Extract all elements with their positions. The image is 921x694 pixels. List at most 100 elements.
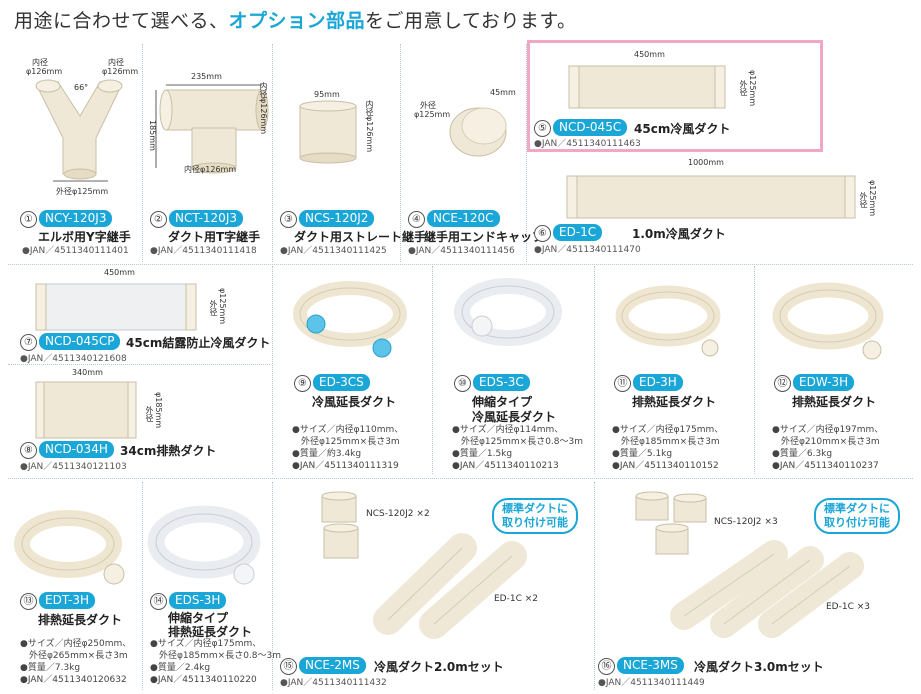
item-number: ⑬ <box>20 593 37 610</box>
product-name: 排熱延長ダクト <box>38 613 123 627</box>
spec-line: ●サイズ／内径φ250mm、 <box>20 639 132 649</box>
product-name-2: 冷風延長ダクト <box>472 410 557 424</box>
spec-line: 外径φ125mm×長さ3m <box>292 437 400 447</box>
dim-label: φ125mm <box>414 110 451 119</box>
product-code: NCD-034H <box>39 441 114 458</box>
part-label: ED-1C ×2 <box>494 594 539 604</box>
spec-list: ●サイズ／内径φ197mm、 外径φ210mm×長さ3m ●質量／6.3kg ●… <box>772 424 883 472</box>
product-name: 排熱延長ダクト <box>792 395 877 409</box>
spec-list: ●サイズ／内径φ110mm、 外径φ125mm×長さ3m ●質量／約3.4kg … <box>292 424 403 472</box>
product-code: NCD-045CP <box>39 333 121 350</box>
spec-line: ●サイズ／内径φ175mm、 <box>612 425 724 435</box>
product-name-2: 排熱延長ダクト <box>168 625 253 639</box>
item-number: ⑪ <box>614 375 631 392</box>
spec-line: ●JAN／4511340110237 <box>772 461 879 471</box>
product-code: ED-1C <box>553 224 603 241</box>
spec-line: ●JAN／4511340120632 <box>20 675 127 685</box>
spec-list: ●サイズ／内径φ175mm、 外径φ185mm×長さ3m ●質量／5.1kg ●… <box>612 424 723 472</box>
spec-line: ●質量／6.3kg <box>772 449 833 459</box>
product-code: EDS-3C <box>473 374 530 391</box>
coiled-hose-image <box>615 285 721 357</box>
item-number: ⑧ <box>20 442 37 459</box>
spec-line: 外径φ125mm×長さ0.8〜3m <box>452 437 583 447</box>
dim-label: 1000mm <box>688 158 724 167</box>
spec-line: ●サイズ／内径φ197mm、 <box>772 425 884 435</box>
product-name: 冷風ダクト2.0mセット <box>374 660 504 674</box>
compatibility-badge: 標準ダクトに 取り付け可能 <box>814 498 900 534</box>
product-code: NCS-120J2 <box>299 210 375 227</box>
compatibility-badge: 標準ダクトに 取り付け可能 <box>492 498 578 534</box>
part-label: NCS-120J2 ×3 <box>714 517 778 527</box>
highlight-frame <box>527 40 823 152</box>
item-number: ⑤ <box>534 120 551 137</box>
product-code: EDS-3H <box>169 592 227 609</box>
jan-code: ●JAN／4511340111449 <box>598 678 705 688</box>
dim-label: 外径 <box>739 80 748 96</box>
y-joint-image <box>35 79 123 182</box>
dim-label: 内径φ126mm <box>365 100 374 153</box>
spec-line: ●JAN／4511340110213 <box>452 461 559 471</box>
spec-line: ●質量／7.3kg <box>20 663 81 673</box>
dim-label: 235mm <box>191 72 222 81</box>
duct-set-2m-image <box>321 491 527 639</box>
product-name: 伸縮タイプ <box>168 611 229 625</box>
spec-line: 外径φ185mm×長さ3m <box>612 437 720 447</box>
spec-line: ●サイズ／内径φ114mm、 <box>452 425 564 435</box>
badge-line: 取り付け可能 <box>502 516 568 529</box>
product-code: EDT-3H <box>39 592 96 609</box>
product-name: 伸縮タイプ <box>472 395 533 409</box>
part-label: ED-1C ×3 <box>826 602 871 612</box>
dim-label: 95mm <box>314 90 340 99</box>
coiled-hose-image <box>454 278 562 346</box>
duct-set-3m-image <box>635 491 864 638</box>
dim-label: 外径 <box>859 192 868 208</box>
item-number: ⑯ <box>598 658 615 675</box>
product-name: エルボ用Y字継手 <box>38 230 131 244</box>
spec-line: ●質量／2.4kg <box>150 663 211 673</box>
header-text-before: 用途に合わせて選べる、 <box>14 10 229 32</box>
spec-line: 外径φ185mm×長さ0.8〜3m <box>150 651 281 661</box>
product-name: ダクト用T字継手 <box>168 230 261 244</box>
jan-code: ●JAN／4511340111425 <box>280 246 387 256</box>
coiled-hose-image <box>147 505 261 585</box>
jan-code: ●JAN／4511340111470 <box>534 245 641 255</box>
dim-label: φ185mm <box>154 392 163 429</box>
product-name: 継手用エンドキャップ <box>424 230 545 244</box>
product-code: NCD-045C <box>553 119 628 136</box>
product-name: 冷風ダクト3.0mセット <box>694 660 824 674</box>
jan-code: ●JAN／4511340111432 <box>280 678 387 688</box>
coiled-hose-image <box>14 510 125 585</box>
spec-line: ●JAN／4511340111319 <box>292 461 399 471</box>
t-joint-image <box>155 84 269 174</box>
dim-label: 内径 <box>108 58 124 67</box>
dim-label: 450mm <box>634 50 665 59</box>
jan-code: ●JAN／4511340111401 <box>22 246 129 256</box>
duct-45cm-image <box>568 65 726 109</box>
dim-label: 185mm <box>148 120 157 151</box>
spec-list: ●サイズ／内径φ175mm、 外径φ185mm×長さ0.8〜3m ●質量／2.4… <box>150 638 281 686</box>
product-code: NCY-120J3 <box>39 210 113 227</box>
dim-label: 内径φ126mm <box>259 82 268 135</box>
part-label: NCS-120J2 ×2 <box>366 509 430 519</box>
dim-label: φ125mm <box>748 70 757 107</box>
dim-label: 外径φ125mm <box>56 187 109 196</box>
duct-45cm-cp-image <box>35 283 197 331</box>
product-name: 1.0m冷風ダクト <box>632 227 726 241</box>
product-name: 45cm結露防止冷風ダクト <box>126 336 271 350</box>
spec-line: 外径φ265mm×長さ3m <box>20 651 128 661</box>
dim-label: φ125mm <box>868 180 877 217</box>
spec-line: 外径φ210mm×長さ3m <box>772 437 880 447</box>
product-code: ED-3H <box>633 374 683 391</box>
dim-label: 外径 <box>420 101 436 110</box>
product-code: NCT-120J3 <box>169 210 243 227</box>
spec-list: ●サイズ／内径φ114mm、 外径φ125mm×長さ0.8〜3m ●質量／1.5… <box>452 424 583 472</box>
item-number: ③ <box>280 211 297 228</box>
dim-label: 45mm <box>490 88 516 97</box>
dim-label: φ126mm <box>102 67 139 76</box>
dim-label: 66° <box>74 83 89 92</box>
dim-label: 340mm <box>72 368 103 377</box>
spec-line: ●サイズ／内径φ110mm、 <box>292 425 404 435</box>
jan-code: ●JAN／4511340121608 <box>20 354 127 364</box>
badge-line: 取り付け可能 <box>824 516 890 529</box>
spec-line: ●JAN／4511340110220 <box>150 675 257 685</box>
